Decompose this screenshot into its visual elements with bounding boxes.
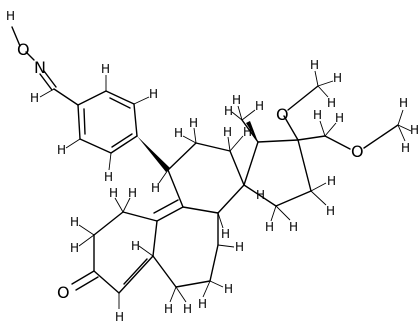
h-label: H bbox=[224, 104, 233, 118]
h-label: H bbox=[399, 96, 408, 110]
oxime-n-label: N bbox=[34, 58, 46, 77]
h-label: H bbox=[189, 116, 198, 130]
h-label: H bbox=[57, 143, 66, 157]
hydrogen-bonds bbox=[39, 70, 412, 309]
h-label: H bbox=[183, 302, 192, 316]
h-label: H bbox=[410, 123, 419, 137]
ether-o-17-label: O bbox=[276, 105, 289, 124]
h-label: H bbox=[174, 126, 183, 140]
h-label: H bbox=[151, 181, 160, 195]
h-label: H bbox=[198, 297, 207, 311]
h-label: H bbox=[255, 99, 264, 113]
h-label: H bbox=[70, 241, 79, 255]
h-label: H bbox=[224, 282, 233, 296]
h-label: H bbox=[128, 186, 137, 200]
h-label: H bbox=[327, 96, 336, 110]
h-label: H bbox=[335, 111, 344, 125]
h-label: H bbox=[310, 58, 319, 72]
bond-skeleton bbox=[11, 26, 399, 294]
h-label: H bbox=[256, 188, 265, 202]
ether-o-side-label: O bbox=[351, 142, 364, 161]
oxime-o-label: O bbox=[17, 40, 30, 59]
h-label: H bbox=[70, 215, 79, 229]
hydrogen-labels: H H H H H H H H H H H H H H H H H H H H … bbox=[30, 58, 419, 324]
h-label: H bbox=[149, 87, 158, 101]
oxime-h-label: H bbox=[6, 9, 15, 23]
heteroatom-labels: H O N O O O bbox=[6, 9, 364, 302]
h-label: H bbox=[243, 125, 252, 139]
h-label: H bbox=[235, 240, 244, 254]
h-label: H bbox=[104, 170, 113, 184]
h-label: H bbox=[232, 93, 241, 107]
h-label: H bbox=[333, 71, 342, 85]
h-label: H bbox=[101, 62, 110, 76]
h-label: H bbox=[313, 108, 322, 122]
h-label: H bbox=[223, 125, 232, 139]
h-label: H bbox=[265, 220, 274, 234]
h-label: H bbox=[164, 302, 173, 316]
h-label: H bbox=[30, 91, 39, 105]
h-label: H bbox=[401, 141, 410, 155]
h-label: H bbox=[326, 204, 335, 218]
h-label: H bbox=[109, 186, 118, 200]
h-label: H bbox=[327, 174, 336, 188]
h-label: H bbox=[131, 239, 140, 253]
h-label: H bbox=[221, 227, 230, 241]
h-label: H bbox=[115, 310, 124, 324]
ketone-o-label: O bbox=[57, 283, 70, 302]
h-label: H bbox=[289, 220, 298, 234]
